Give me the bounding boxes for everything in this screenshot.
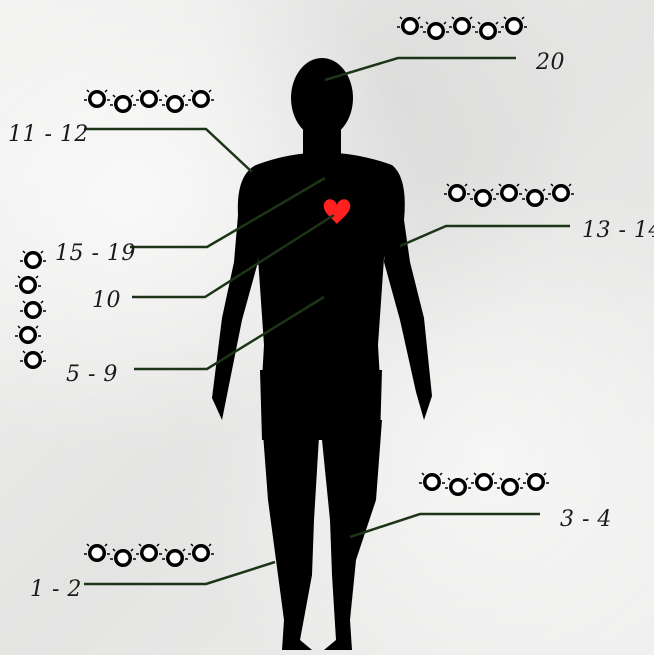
leader-line-arm-right [400,226,570,246]
pip-arm-left-1[interactable] [84,90,110,108]
label-arm-right: 13 - 14 [582,218,654,243]
pip-head-4[interactable] [475,22,501,40]
pip-chest-3[interactable] [20,301,46,319]
pip-chest-2[interactable] [15,276,41,294]
pip-head-3[interactable] [449,17,475,35]
pip-leg-right-5[interactable] [523,473,549,491]
pip-leg-left-5[interactable] [188,544,214,562]
pip-arm-right-1[interactable] [444,184,470,202]
pip-leg-right-2[interactable] [445,478,471,496]
pip-arm-left-5[interactable] [188,90,214,108]
pip-leg-left-2[interactable] [110,549,136,567]
label-abdomen: 5 - 9 [66,362,118,387]
pip-arm-left-4[interactable] [162,95,188,113]
pip-head-5[interactable] [501,17,527,35]
pip-arm-left-3[interactable] [136,90,162,108]
leader-line-head [325,58,516,80]
label-leg-left: 1 - 2 [30,577,82,602]
pip-arm-right-2[interactable] [470,189,496,207]
pip-arm-right-3[interactable] [496,184,522,202]
leader-line-leg-right [350,514,540,537]
pip-leg-left-1[interactable] [84,544,110,562]
label-chest: 15 - 19 [55,241,136,266]
pip-leg-left-4[interactable] [162,549,188,567]
pip-arm-left-2[interactable] [110,95,136,113]
pip-arm-right-5[interactable] [548,184,574,202]
pip-chest-5[interactable] [20,351,46,369]
pip-chest-1[interactable] [20,251,46,269]
leader-line-arm-left [84,129,252,172]
human-silhouette [212,58,432,650]
pip-leg-left-3[interactable] [136,544,162,562]
pip-arm-right-4[interactable] [522,189,548,207]
pip-leg-right-4[interactable] [497,478,523,496]
label-head: 20 [536,50,565,75]
pip-head-2[interactable] [423,22,449,40]
pip-leg-right-3[interactable] [471,473,497,491]
label-leg-right: 3 - 4 [560,507,612,532]
label-heart: 10 [92,288,121,313]
label-arm-left: 11 - 12 [8,122,89,147]
pip-leg-right-1[interactable] [419,473,445,491]
pip-chest-4[interactable] [15,326,41,344]
pip-head-1[interactable] [397,17,423,35]
